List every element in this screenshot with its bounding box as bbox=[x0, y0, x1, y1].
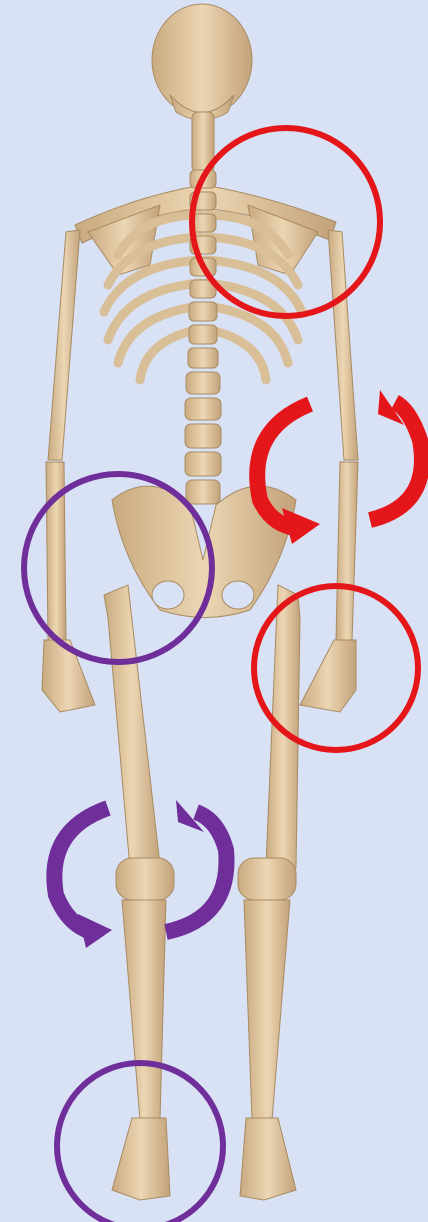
left-femur bbox=[104, 585, 160, 868]
left-humerus bbox=[48, 230, 80, 460]
left-knee bbox=[116, 858, 174, 900]
arrowhead-icon bbox=[282, 508, 320, 544]
left-tibia bbox=[122, 900, 166, 1120]
right-knee bbox=[238, 858, 296, 900]
skull bbox=[152, 4, 252, 116]
right-foot bbox=[240, 1118, 296, 1200]
right-tibia bbox=[244, 900, 290, 1120]
arrowhead-icon bbox=[78, 914, 112, 948]
right-hand bbox=[300, 640, 356, 712]
rotation-arrow-icon bbox=[54, 808, 108, 932]
left-obturator bbox=[152, 581, 184, 609]
right-obturator bbox=[222, 581, 254, 609]
right-forearm bbox=[336, 462, 358, 640]
right-femur bbox=[266, 585, 300, 868]
rotation-arrow-icon bbox=[166, 812, 227, 932]
right-humerus bbox=[328, 230, 358, 460]
left-foot bbox=[112, 1118, 170, 1200]
